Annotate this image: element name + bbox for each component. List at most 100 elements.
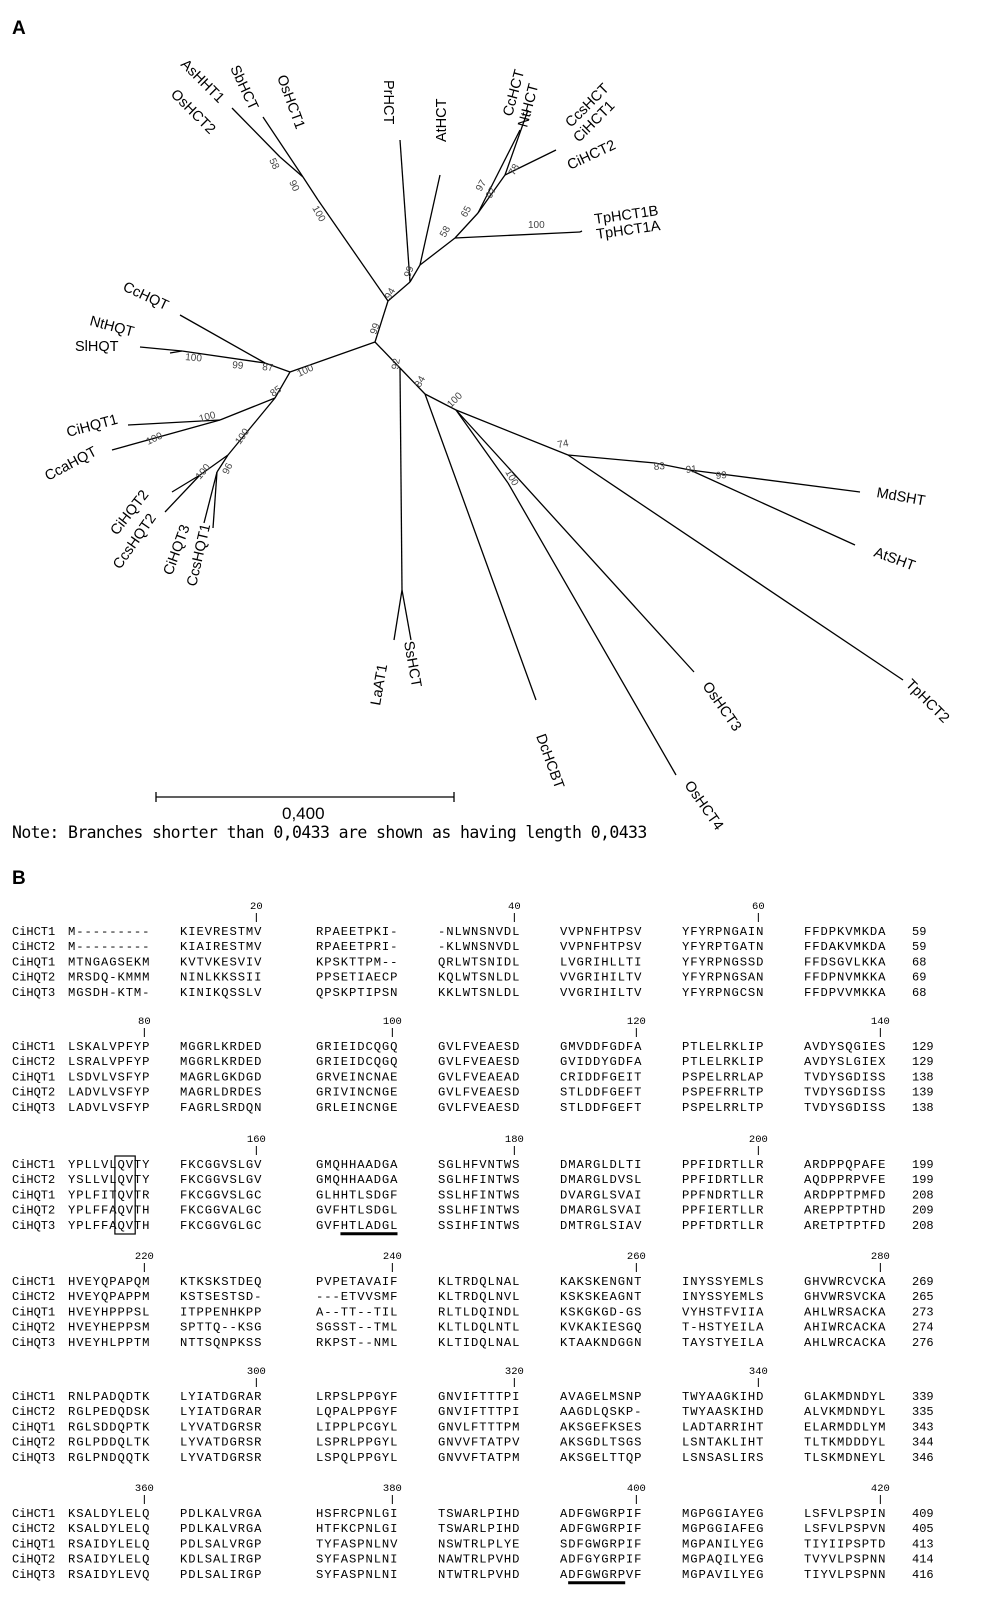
sequence-segment: YPLFFAQVTH — [68, 1204, 150, 1218]
tree-note: Note: Branches shorter than 0,0433 are s… — [12, 823, 647, 842]
sequence-segment: CRIDDFGEIT — [560, 1070, 642, 1084]
ruler-number: 380 — [383, 1483, 402, 1495]
sequence-segment: DMARGLSVAI — [560, 1204, 642, 1218]
sequence-segment: RSAIDYLELQ — [68, 1537, 150, 1551]
sequence-segment: ARETPTPTFD — [804, 1219, 886, 1233]
leaf-label: OsHCT3 — [699, 679, 744, 734]
tree-branch — [477, 129, 521, 214]
sequence-segment: ELARMDDLYM — [804, 1420, 886, 1434]
ruler-number: 200 — [749, 1134, 768, 1146]
tree-branch — [689, 469, 861, 493]
sequence-segment: SPTTQ--KSG — [180, 1321, 262, 1335]
sequence-segment: KSKGKGD-GS — [560, 1305, 642, 1319]
sequence-name: CiHQT1 — [12, 955, 55, 969]
leaf-label: MdSHT — [875, 485, 926, 509]
sequence-segment: PPFIDRTLLR — [682, 1173, 764, 1187]
sequence-segment: LYVATDGRSR — [180, 1451, 262, 1465]
ruler-number: 100 — [383, 1016, 402, 1028]
bootstrap-value: 100 — [185, 352, 203, 364]
sequence-name: CiHCT2 — [12, 940, 55, 954]
sequence-segment: FKCGGVALGC — [180, 1204, 262, 1218]
sequence-segment: VVGRIHILTV — [560, 971, 642, 985]
ruler-number: 420 — [871, 1483, 890, 1495]
sequence-segment: DMTRGLSIAV — [560, 1219, 642, 1233]
sequence-segment: SDFGWGRPIF — [560, 1537, 642, 1551]
sequence-segment: GRIEIDCQGQ — [316, 1040, 398, 1054]
ruler-number: 360 — [135, 1483, 154, 1495]
sequence-segment: RGLPDDQLTK — [68, 1436, 150, 1450]
sequence-segment: ITPPENHKPP — [180, 1305, 262, 1319]
sequence-segment: LSRALVPFYP — [68, 1055, 150, 1069]
sequence-segment: TSWARLPIHD — [438, 1507, 520, 1521]
residue-count: 273 — [912, 1305, 934, 1319]
ruler-number: 240 — [383, 1251, 402, 1263]
sequence-segment: MGPGGIAYEG — [682, 1507, 764, 1521]
tree-branch — [179, 314, 266, 364]
tree-branch — [455, 409, 569, 456]
sequence-segment: DVARGLSVAI — [560, 1188, 642, 1202]
sequence-segment: PDLSALIRGP — [180, 1568, 262, 1582]
sequence-segment: NAWTRLPVHD — [438, 1553, 520, 1567]
residue-count: 343 — [912, 1420, 934, 1434]
bootstrap-value: 100 — [309, 204, 327, 224]
sequence-segment: YFYRPTGATN — [682, 940, 764, 954]
sequence-segment: M--------- — [68, 925, 150, 939]
tree-branch — [317, 199, 389, 302]
sequence-segment: ARDPPTPMFD — [804, 1188, 886, 1202]
sequence-segment: AQDPPRPVFE — [804, 1173, 886, 1187]
tree-branch — [264, 362, 291, 373]
sequence-segment: HVEYQPAPPM — [68, 1290, 150, 1304]
sequence-segment: YFYRPNGSSD — [682, 955, 764, 969]
tree-branch — [654, 462, 691, 471]
sequence-segment: SYFASPNLNI — [316, 1568, 398, 1582]
ruler-number: 400 — [627, 1483, 646, 1495]
sequence-segment: LSFVLPSPIN — [804, 1507, 886, 1521]
tree-branch — [374, 300, 389, 343]
residue-count: 414 — [912, 1553, 934, 1567]
sequence-segment: SSLHFINTWS — [438, 1204, 520, 1218]
sequence-name: CiHQT1 — [12, 1537, 55, 1551]
leaf-label: OsHCT1 — [273, 73, 307, 131]
sequence-segment: LYVATDGRSR — [180, 1420, 262, 1434]
sequence-segment: FKCGGVSLGV — [180, 1173, 262, 1187]
tree-branch — [139, 346, 183, 352]
sequence-segment: PDLKALVRGA — [180, 1507, 262, 1521]
leaf-label: AtHCT — [434, 98, 450, 142]
sequence-name: CiHQT1 — [12, 1070, 55, 1084]
residue-count: 209 — [912, 1204, 934, 1218]
sequence-segment: GMQHHAADGA — [316, 1173, 398, 1187]
sequence-segment: STLDDFGEFT — [560, 1101, 642, 1115]
sequence-segment: GLAKMDNDYL — [804, 1390, 886, 1404]
bootstrap-value: 74 — [557, 438, 570, 451]
sequence-segment: MGPGGIAFEG — [682, 1522, 764, 1536]
sequence-segment: GRIEIDCQGQ — [316, 1055, 398, 1069]
sequence-segment: GVFHTLADGL — [316, 1219, 398, 1233]
sequence-segment: TAYSTYEILA — [682, 1336, 764, 1350]
sequence-segment: LSNTAKLIHT — [682, 1436, 764, 1450]
sequence-segment: LSPRLPPGYL — [316, 1436, 398, 1450]
bootstrap-value: 100 — [145, 431, 165, 448]
leaf-label: DcHCBT — [532, 732, 567, 791]
sequence-segment: MAGRLDRDES — [180, 1086, 262, 1100]
sequence-segment: AKSGEFKSES — [560, 1420, 642, 1434]
sequence-segment: LIPPLPCGYL — [316, 1420, 398, 1434]
sequence-name: CiHQT1 — [12, 1420, 55, 1434]
sequence-segment: RSAIDYLEVQ — [68, 1568, 150, 1582]
sequence-segment: LSDVLVSFYP — [68, 1070, 150, 1084]
ruler-number: 80 — [138, 1016, 151, 1028]
sequence-segment: HVEYHLPPTM — [68, 1336, 150, 1350]
tree-branch — [393, 589, 403, 641]
leaf-label: CcHQT — [120, 279, 171, 314]
ruler-number: 120 — [627, 1016, 646, 1028]
tree-branch — [111, 419, 221, 451]
sequence-segment: AHLWRSACKA — [804, 1305, 886, 1319]
ruler-number: 300 — [247, 1366, 266, 1378]
ruler-number: 260 — [627, 1251, 646, 1263]
sequence-segment: GRVEINCNAE — [316, 1070, 398, 1084]
sequence-segment: RSAIDYLELQ — [68, 1553, 150, 1567]
sequence-segment: TWYAASKIHD — [682, 1405, 764, 1419]
bootstrap-value: 83 — [653, 461, 665, 473]
